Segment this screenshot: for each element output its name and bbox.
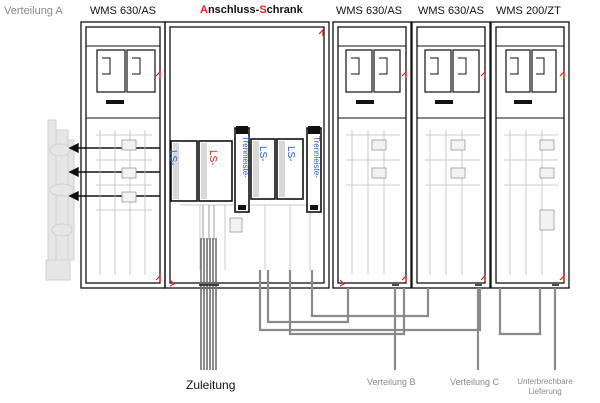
ghost-cabinet-verteilung-a	[45, 119, 75, 281]
outgoing-cables	[258, 270, 557, 370]
module-ls-1: LS-	[167, 150, 178, 166]
trennleiste-caps	[236, 126, 320, 210]
label-verteilung-c: Verteilung C	[450, 377, 500, 387]
label-cabinet-3: WMS 630/AS	[336, 5, 403, 17]
label-zuleitung: Zuleitung	[186, 378, 236, 392]
label-cabinet-4: WMS 630/AS	[418, 5, 485, 17]
anschluss-a-letter: A	[200, 4, 208, 16]
label-cabinet-5: WMS 200/ZT	[496, 5, 561, 17]
anschluss-mid: nschluss-	[207, 4, 260, 16]
module-ls-2: LS-	[207, 150, 218, 166]
module-trennleiste-2: Trennleiste-	[312, 136, 321, 178]
faint-wiring	[96, 130, 558, 275]
label-unterbrechbare-line2: Lieferung	[528, 387, 562, 396]
meter-bars	[106, 100, 532, 104]
anschluss-rest: chrank	[266, 4, 303, 16]
anschluss-s-letter: S	[259, 4, 267, 16]
label-verteilung-b: Verteilung B	[367, 377, 416, 387]
terminal-blocks	[121, 139, 555, 233]
red-corner-marks	[155, 28, 565, 287]
module-ls-4: LS-	[285, 146, 296, 162]
feeder-cable-top	[202, 205, 215, 240]
label-verteilung-a: Verteilung A	[4, 5, 63, 17]
label-unterbrechbare-line1: Unterbrechbare	[517, 377, 573, 386]
meter-units	[96, 49, 557, 93]
label-cabinet-1: WMS 630/AS	[90, 5, 157, 17]
cabinet-frames	[80, 21, 570, 289]
label-unterbrechbare-lieferung: Unterbrechbare Lieferung	[517, 377, 573, 397]
module-trennleiste-1: Trennleiste-	[241, 136, 250, 178]
feeder-cable-bundle	[200, 238, 217, 370]
module-shading	[173, 141, 285, 199]
label-anschluss-schrank: Anschluss-Schrank	[200, 4, 303, 16]
meter-details	[102, 57, 545, 75]
feed-arrows	[68, 142, 160, 202]
cabinet-separators	[86, 45, 564, 119]
module-ls-3: LS-	[257, 146, 268, 162]
